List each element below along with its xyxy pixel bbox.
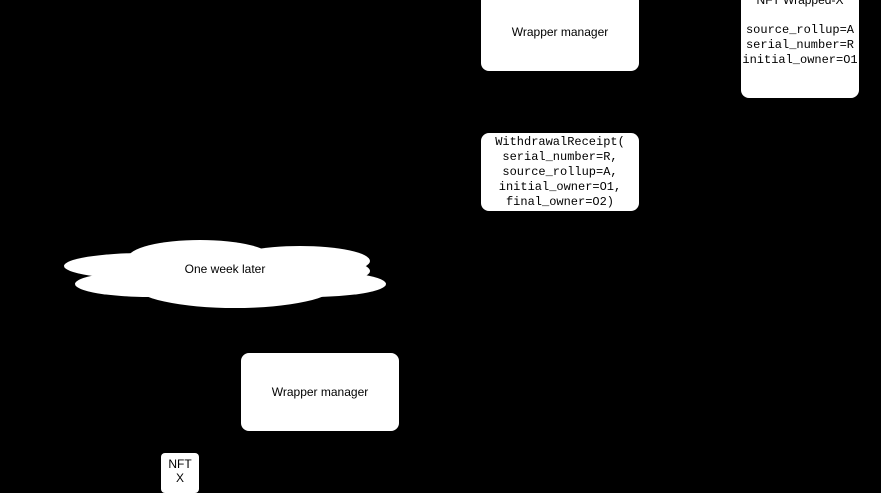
receipt-line: serial_number=R, <box>502 149 618 164</box>
withdrawal-receipt-box: WithdrawalReceipt( serial_number=R, sour… <box>481 133 639 211</box>
nft-x-box: NFT X <box>161 453 199 493</box>
wrapper-manager-top: Wrapper manager <box>481 0 639 71</box>
wrapper-manager-bottom: Wrapper manager <box>241 353 399 431</box>
nft-wrapped-box: NFT Wrapped-X source_rollup=A serial_num… <box>741 0 859 98</box>
nft-wrapped-line: initial_owner=O1 <box>742 53 858 67</box>
nft-wrapped-title: NFT Wrapped-X <box>756 0 844 7</box>
cloud-label: One week later <box>184 262 266 276</box>
receipt-line: initial_owner=O1, <box>498 179 622 194</box>
nft-wrapped-line: source_rollup=A <box>745 23 855 37</box>
nft-x-line: X <box>175 471 184 485</box>
receipt-line: final_owner=O2) <box>505 194 615 209</box>
receipt-line: WithdrawalReceipt( <box>495 134 625 149</box>
nft-wrapped-line: serial_number=R <box>745 38 855 52</box>
wrapper-manager-bottom-label: Wrapper manager <box>271 385 369 399</box>
wrapper-manager-top-label: Wrapper manager <box>511 24 609 39</box>
receipt-line: source_rollup=A, <box>502 164 618 179</box>
nft-x-line: NFT <box>168 457 192 471</box>
cloud-shape <box>64 240 386 308</box>
